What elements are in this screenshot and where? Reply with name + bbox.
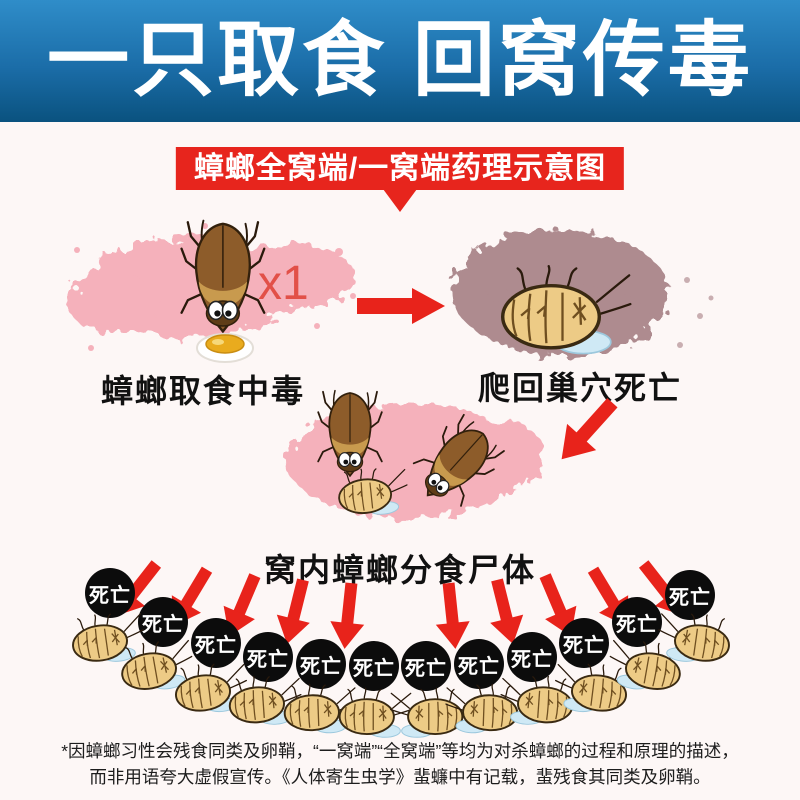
death-badge: 死亡 xyxy=(296,639,346,689)
arrow-down-icon xyxy=(327,581,369,651)
arrow-right-icon xyxy=(357,288,447,324)
mauve-spray-dots xyxy=(677,277,714,348)
bait-dish-icon xyxy=(196,333,254,363)
death-badge: 死亡 xyxy=(507,632,557,682)
death-badge: 死亡 xyxy=(191,618,241,668)
multiplier-label: x1 xyxy=(258,257,309,310)
disclaimer-footnote: *因蟑螂习性会残食同类及卵鞘，“一窝端”“全窝端”等均为对杀蟑螂的过程和原理的描… xyxy=(0,738,800,790)
footnote-line1: *因蟑螂习性会残食同类及卵鞘，“一窝端”“全窝端”等均为对杀蟑螂的过程和原理的描… xyxy=(61,741,739,761)
death-badge: 死亡 xyxy=(243,632,293,682)
death-badge: 死亡 xyxy=(612,597,662,647)
badge-pointer-triangle xyxy=(383,189,417,212)
scene-dead-roach-in-nest xyxy=(452,230,714,356)
footnote-line2: 而非用语夸大虚假宣传。《人体寄生虫学》蜚蠊中有记载，蜚残食其同类及卵鞘。 xyxy=(89,767,711,787)
dead-cockroach-icon xyxy=(654,607,745,674)
death-badge: 死亡 xyxy=(559,618,609,668)
caption-step3: 窝内蟑螂分食尸体 xyxy=(263,552,536,588)
page-title: 一只取食 回窝传毒 xyxy=(47,15,753,106)
arrow-down-icon xyxy=(432,581,473,651)
pink-spray-dots xyxy=(74,223,356,351)
death-badge: 死亡 xyxy=(138,597,188,647)
death-badge: 死亡 xyxy=(665,570,715,620)
death-badge: 死亡 xyxy=(85,568,135,618)
title-banner: 一只取食 回窝传毒 xyxy=(0,0,800,122)
caption-step2: 爬回巢穴死亡 xyxy=(477,370,682,406)
death-badge: 死亡 xyxy=(401,641,451,691)
scene-roaches-eating-corpse xyxy=(287,389,545,520)
caption-step1: 蟑螂取食中毒 xyxy=(100,373,305,409)
scene-roach-eating-bait xyxy=(68,219,356,363)
diagram-badge: 蟑螂全窝端/一窝端药理示意图 xyxy=(175,147,625,190)
death-badge: 死亡 xyxy=(349,641,399,691)
death-badge: 死亡 xyxy=(454,639,504,689)
